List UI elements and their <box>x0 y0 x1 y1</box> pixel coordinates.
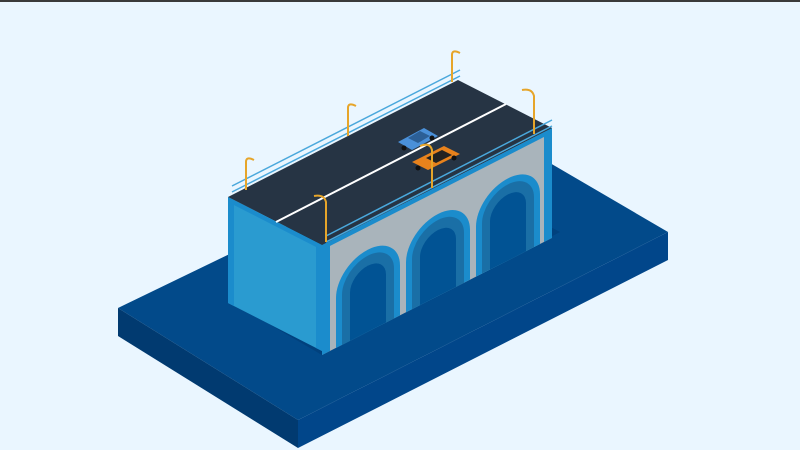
lamp-6 <box>521 88 535 134</box>
water-front-right <box>298 232 668 448</box>
arch-2 <box>406 210 470 313</box>
window-top-border <box>0 0 800 2</box>
arch-1 <box>336 245 400 348</box>
car-blue <box>398 128 438 151</box>
street-lamps <box>245 50 535 242</box>
lamp-3 <box>451 50 461 82</box>
water-front-left <box>118 308 298 448</box>
lamp-2 <box>347 103 357 136</box>
lamp-1 <box>245 157 255 190</box>
lamp-4 <box>313 194 327 242</box>
road-deck <box>228 80 552 250</box>
railing-front <box>325 119 553 243</box>
bridge-side-face <box>322 127 552 355</box>
arch-3 <box>476 174 540 277</box>
lane-line <box>275 103 507 223</box>
lamp-5 <box>419 143 433 188</box>
railing-back <box>231 69 461 193</box>
